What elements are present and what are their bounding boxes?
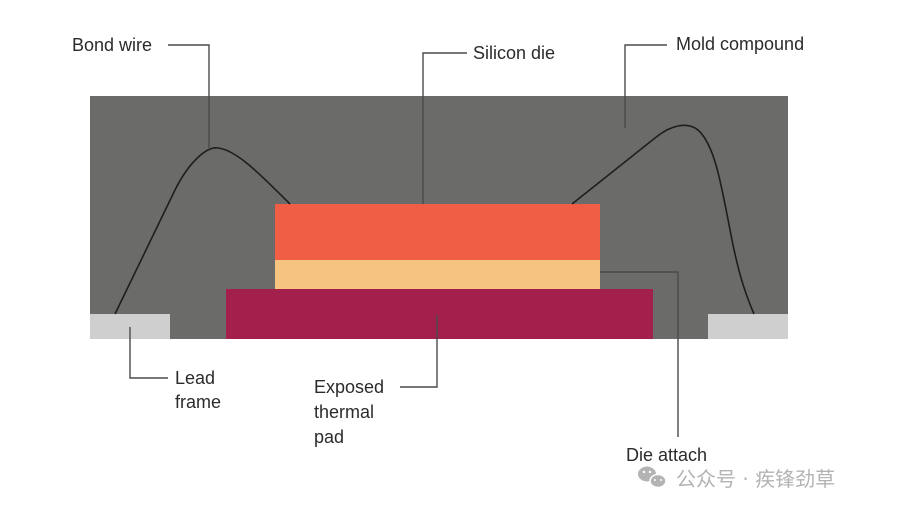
label-bond-wire: Bond wire [72, 35, 152, 55]
label-lead-frame-2: frame [175, 392, 221, 412]
leader-thermal-pad [400, 315, 438, 388]
silicon-die [275, 204, 600, 260]
lead-frame-right [708, 314, 788, 339]
wechat-icon [638, 466, 667, 489]
leader-bond-wire [168, 44, 210, 148]
label-thermal-pad-2: thermal [314, 402, 374, 422]
die-attach-layer [275, 259, 600, 289]
label-mold-compound: Mold compound [676, 34, 804, 54]
label-thermal-pad-1: Exposed [314, 377, 384, 397]
label-thermal-pad-3: pad [314, 427, 344, 447]
label-silicon-die: Silicon die [473, 43, 555, 63]
exposed-thermal-pad [226, 289, 653, 339]
leader-silicon-die [422, 52, 467, 204]
leader-lead-frame [129, 327, 168, 379]
label-lead-frame-1: Lead [175, 368, 215, 388]
leader-die-attach [600, 271, 679, 437]
bond-wire-left [114, 147, 291, 315]
label-die-attach: Die attach [626, 445, 707, 465]
leader-mold-compound [624, 44, 667, 128]
bond-wire-right [571, 124, 755, 315]
watermark-text: 公众号 · 疾锋劲草 [676, 467, 835, 491]
